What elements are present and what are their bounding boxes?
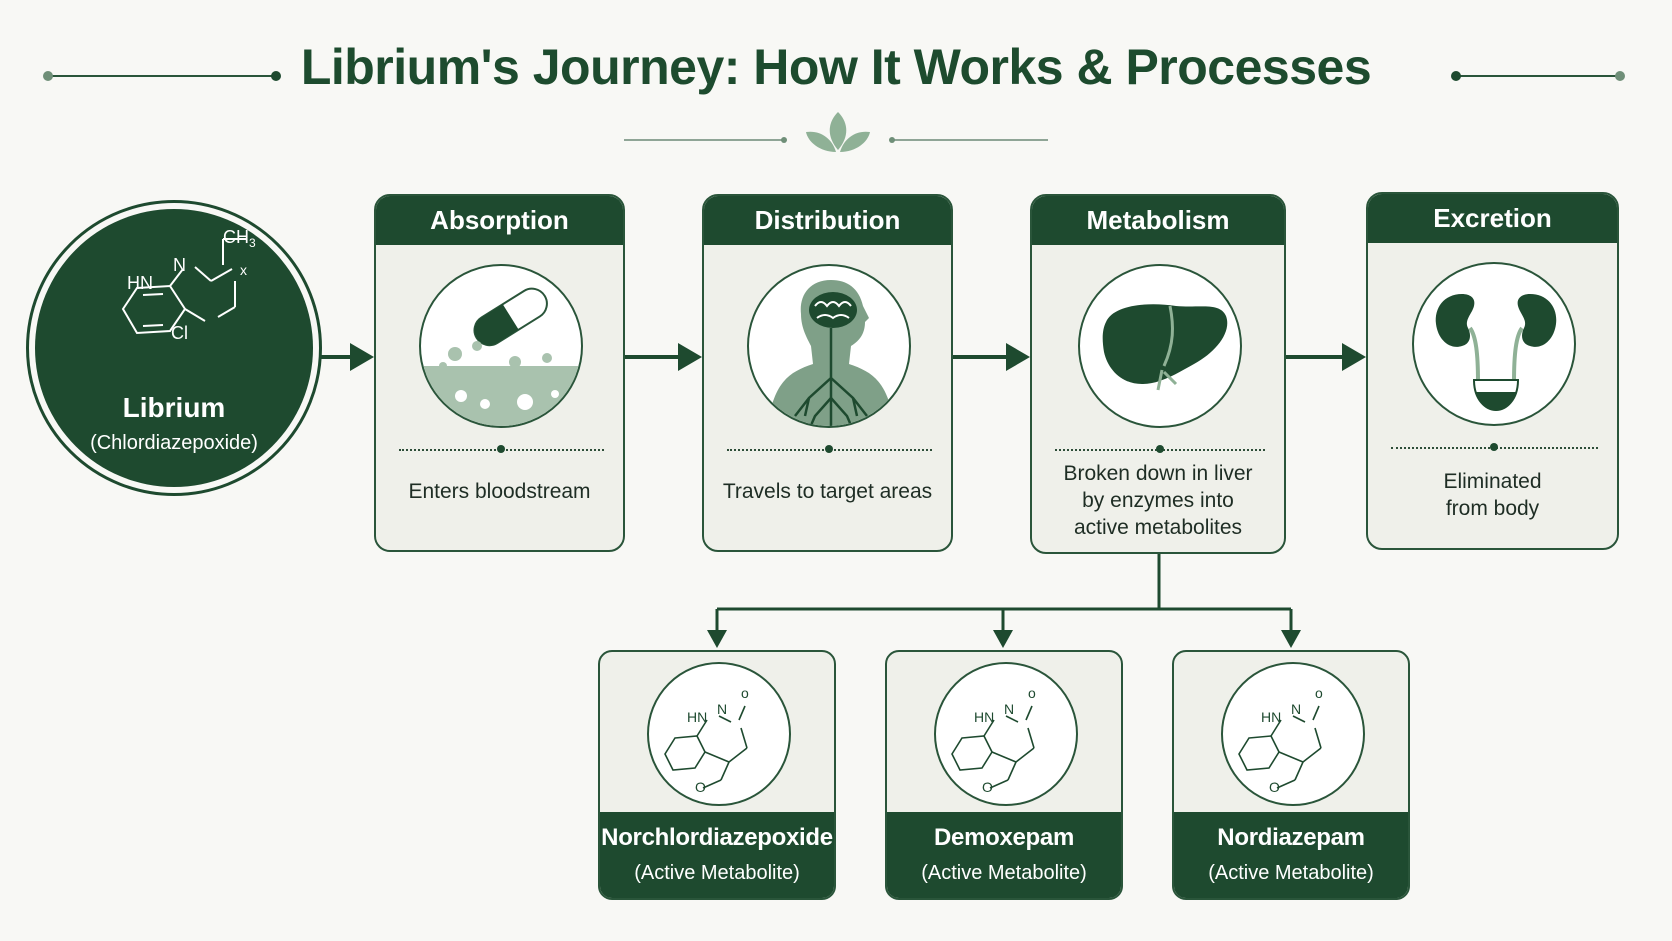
capsule-dissolving-icon bbox=[419, 264, 583, 428]
leaf-icon bbox=[806, 112, 870, 152]
stage-description: Enters bloodstream bbox=[408, 480, 591, 503]
divider-dot bbox=[1490, 443, 1498, 451]
stage-card-metabolism: Metabolism Broken down in liver by enzym… bbox=[1030, 194, 1286, 554]
liver-icon bbox=[1078, 264, 1242, 428]
kidneys-icon bbox=[1412, 262, 1576, 426]
svg-text:HN: HN bbox=[687, 709, 707, 725]
title-decoration bbox=[43, 71, 1625, 152]
svg-text:o: o bbox=[1315, 685, 1323, 701]
svg-text:O: O bbox=[1269, 779, 1280, 795]
body-brain-icon bbox=[747, 264, 911, 428]
svg-text:o: o bbox=[1028, 685, 1036, 701]
svg-text:HN: HN bbox=[974, 709, 994, 725]
divider-dot bbox=[1156, 445, 1164, 453]
svg-text:N: N bbox=[173, 255, 186, 275]
svg-text:N: N bbox=[717, 701, 727, 717]
svg-text:Cl: Cl bbox=[171, 323, 188, 343]
svg-text:x: x bbox=[240, 262, 247, 278]
page-title: Librium's Journey: How It Works & Proces… bbox=[300, 39, 1372, 95]
drug-generic-name: (Chlordiazepoxide) bbox=[90, 432, 258, 454]
stage-card-absorption: Absorption En bbox=[374, 194, 625, 552]
stage-description: Eliminated from body bbox=[1443, 470, 1542, 520]
drug-name: Librium bbox=[122, 392, 226, 423]
svg-text:O: O bbox=[982, 779, 993, 795]
metabolite-note: (Active Metabolite) bbox=[921, 862, 1087, 884]
stage-heading: Distribution bbox=[704, 196, 951, 245]
svg-text:N: N bbox=[1004, 701, 1014, 717]
molecule-icon: HN N CH 3 x Cl bbox=[121, 227, 256, 343]
stage-heading: Metabolism bbox=[1032, 196, 1284, 245]
svg-text:N: N bbox=[1291, 701, 1301, 717]
metabolite-label: Nordiazepam (Active Metabolite) bbox=[1174, 812, 1408, 898]
metabolite-name: Norchlordiazepoxide bbox=[601, 824, 833, 851]
stage-card-excretion: Excretion Eliminated from body bbox=[1366, 192, 1619, 550]
metabolite-note: (Active Metabolite) bbox=[634, 862, 800, 884]
svg-text:3: 3 bbox=[249, 236, 256, 250]
stage-description: Travels to target areas bbox=[722, 480, 933, 503]
stage-heading: Excretion bbox=[1368, 194, 1617, 243]
metabolite-label: Demoxepam (Active Metabolite) bbox=[887, 812, 1121, 898]
metabolite-name: Demoxepam bbox=[933, 824, 1075, 851]
stage-description: Broken down in liver by enzymes into act… bbox=[1063, 462, 1253, 539]
metabolite-name: Nordiazepam bbox=[1217, 824, 1365, 851]
metabolite-note: (Active Metabolite) bbox=[1208, 862, 1374, 884]
drug-badge: HN N CH 3 x Cl bbox=[35, 209, 313, 487]
divider-dot bbox=[825, 445, 833, 453]
svg-text:o: o bbox=[741, 685, 749, 701]
svg-text:O: O bbox=[695, 779, 706, 795]
metabolite-label: Norchlordiazepoxide (Active Metabolite) bbox=[600, 812, 834, 898]
svg-text:HN: HN bbox=[127, 273, 153, 293]
stage-heading: Absorption bbox=[376, 196, 623, 245]
svg-text:HN: HN bbox=[1261, 709, 1281, 725]
svg-text:CH: CH bbox=[223, 227, 249, 247]
divider-dot bbox=[497, 445, 505, 453]
stage-card-distribution: Distribution Travels to target areas bbox=[702, 194, 953, 552]
